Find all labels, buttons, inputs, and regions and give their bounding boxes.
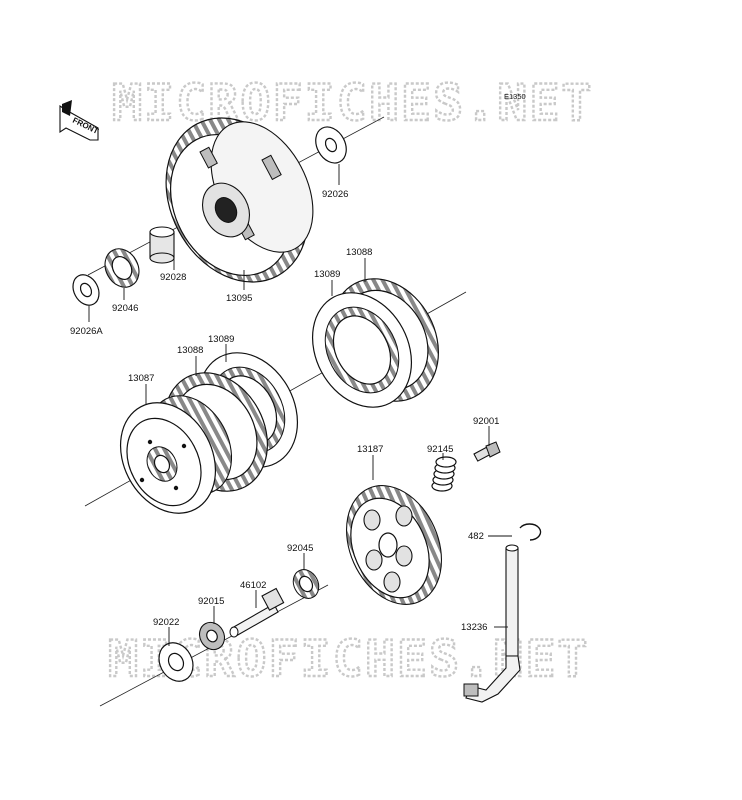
circlip-482	[519, 523, 542, 541]
label-13087: 13087	[128, 373, 154, 384]
label-13095: 13095	[226, 293, 252, 304]
clutch-hub-13087	[119, 395, 233, 514]
label-482: 482	[468, 531, 484, 542]
label-13236: 13236	[461, 622, 487, 633]
washer-92026A	[72, 274, 100, 306]
needle-bearing-92046	[104, 248, 140, 288]
label-92015: 92015	[198, 596, 224, 607]
release-lever-13236	[463, 544, 521, 703]
washer-92022	[158, 642, 194, 682]
label-13088-right: 13088	[346, 247, 372, 258]
label-92001: 92001	[473, 416, 499, 427]
label-13089-left: 13089	[208, 334, 234, 345]
steel-plate-13089-right	[311, 292, 413, 408]
label-92145: 92145	[427, 444, 453, 455]
label-92026A: 92026A	[70, 326, 103, 337]
nut-92015	[198, 621, 226, 651]
sleeve-92028	[149, 226, 175, 264]
label-13187: 13187	[357, 444, 383, 455]
washer-92026	[315, 126, 347, 164]
pressure-plate-13187	[345, 485, 443, 605]
spring-92145	[431, 456, 457, 492]
front-arrow-icon: FRONT	[59, 100, 100, 141]
ball-bearing-92045	[292, 569, 320, 599]
label-92046: 92046	[112, 303, 138, 314]
label-13089-right: 13089	[314, 269, 340, 280]
label-92028: 92028	[160, 272, 186, 283]
watermark-top: MICROFICHES.NET	[112, 74, 594, 132]
label-92026: 92026	[322, 189, 348, 200]
clutch-housing-13095	[165, 117, 314, 283]
label-46102: 46102	[240, 580, 266, 591]
push-rod-46102	[229, 587, 285, 638]
bolt-92001	[473, 441, 501, 462]
label-13088-left: 13088	[177, 345, 203, 356]
label-92022: 92022	[153, 617, 179, 628]
label-92045: 92045	[287, 543, 313, 554]
reference-code: E1350	[504, 92, 526, 101]
